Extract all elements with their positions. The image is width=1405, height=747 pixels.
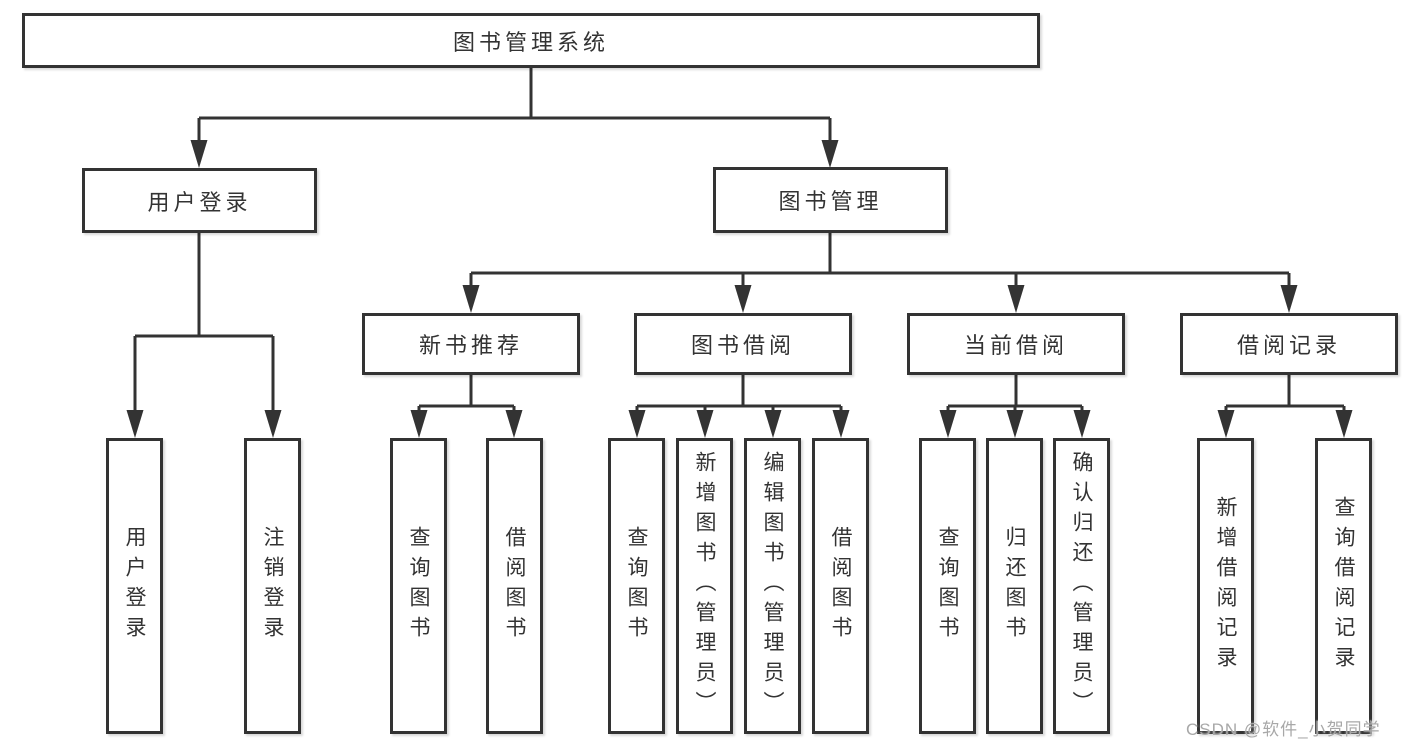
arrowhead-icon: [628, 410, 646, 438]
arrowhead-icon: [734, 285, 752, 313]
arrowhead-icon: [821, 140, 839, 168]
leaf-logout: 注销登录: [244, 438, 301, 734]
node-new-book-recommend: 新书推荐: [362, 313, 580, 375]
connector-root-to-level2: [197, 68, 832, 146]
leaf-query-books-borrowing: 查询图书: [608, 438, 665, 734]
leaf-borrow-books-recommend: 借阅图书: [486, 438, 543, 734]
connector-book-management-to-level3: [469, 233, 1291, 291]
node-borrowing-records: 借阅记录: [1180, 313, 1398, 375]
arrowhead-icon: [190, 140, 208, 168]
arrowhead-icon: [462, 285, 480, 313]
arrowhead-icon: [264, 410, 282, 438]
node-user-login: 用户登录: [82, 168, 317, 233]
leaf-confirm-return-admin: 确认归还（管理员）: [1053, 438, 1110, 734]
arrowhead-icon: [410, 410, 428, 438]
leaf-add-borrow-record: 新增借阅记录: [1197, 438, 1254, 734]
connector-new-book-group: [417, 375, 516, 416]
arrowhead-icon: [1217, 410, 1235, 438]
connector-current-borrowing-group: [946, 375, 1084, 416]
watermark: CSDN @软件_小贺同学: [1186, 720, 1381, 739]
arrowhead-icon: [1280, 285, 1298, 313]
leaf-user-login: 用户登录: [106, 438, 163, 734]
arrowhead-icon: [696, 410, 714, 438]
connector-user-login-group: [133, 233, 275, 416]
arrowhead-icon: [1073, 410, 1091, 438]
arrowhead-icon: [126, 410, 144, 438]
node-book-borrowing: 图书借阅: [634, 313, 852, 375]
leaf-query-borrow-record: 查询借阅记录: [1315, 438, 1372, 734]
arrowhead-icon: [1007, 285, 1025, 313]
leaf-query-books-current: 查询图书: [919, 438, 976, 734]
leaf-edit-book-admin: 编辑图书（管理员）: [744, 438, 801, 734]
arrowhead-icon: [832, 410, 850, 438]
arrowhead-icon: [1006, 410, 1024, 438]
arrowhead-icon: [505, 410, 523, 438]
connector-book-borrowing-group: [635, 375, 843, 416]
connector-borrowing-records-group: [1224, 375, 1346, 416]
leaf-query-books-recommend: 查询图书: [390, 438, 447, 734]
node-book-management: 图书管理: [713, 167, 948, 233]
arrowhead-icon: [764, 410, 782, 438]
leaf-borrow-books-borrowing: 借阅图书: [812, 438, 869, 734]
node-library-management-system: 图书管理系统: [22, 13, 1040, 68]
arrowhead-icon: [1335, 410, 1353, 438]
leaf-add-book-admin: 新增图书（管理员）: [676, 438, 733, 734]
leaf-return-book: 归还图书: [986, 438, 1043, 734]
arrowhead-icon: [939, 410, 957, 438]
node-current-borrowing: 当前借阅: [907, 313, 1125, 375]
